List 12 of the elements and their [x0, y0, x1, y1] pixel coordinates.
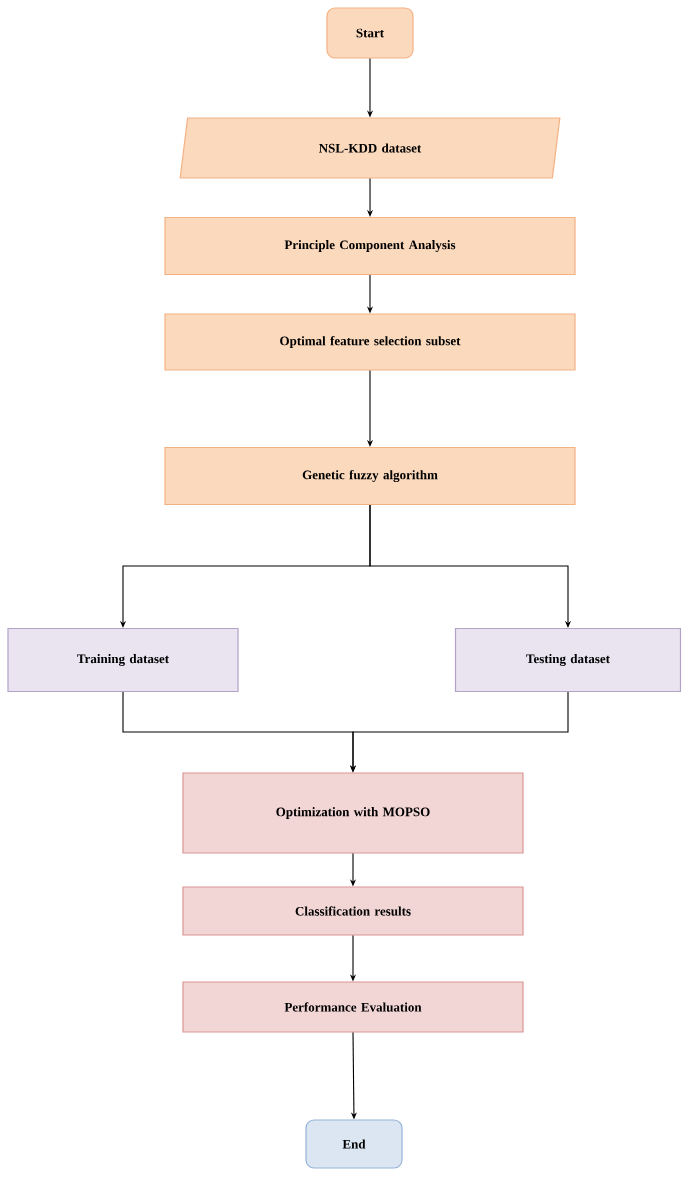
- start-terminal: Start: [326, 7, 414, 59]
- input-parallelogram: NSL-KDD dataset: [179, 117, 561, 179]
- process-box: Performance Evaluation: [182, 981, 524, 1033]
- process-box: Optimal feature selection subset: [164, 313, 576, 371]
- end-terminal: End: [305, 1119, 403, 1169]
- arrow: [369, 504, 572, 628]
- process-box: Genetic fuzzy algorithm: [164, 446, 576, 506]
- process-box: Training dataset: [7, 627, 239, 693]
- process-box: Optimization with MOPSO: [182, 772, 524, 854]
- process-box: Testing dataset: [454, 627, 682, 693]
- process-box: Principle Component Analysis: [164, 216, 576, 276]
- process-box: Classification results: [182, 886, 524, 936]
